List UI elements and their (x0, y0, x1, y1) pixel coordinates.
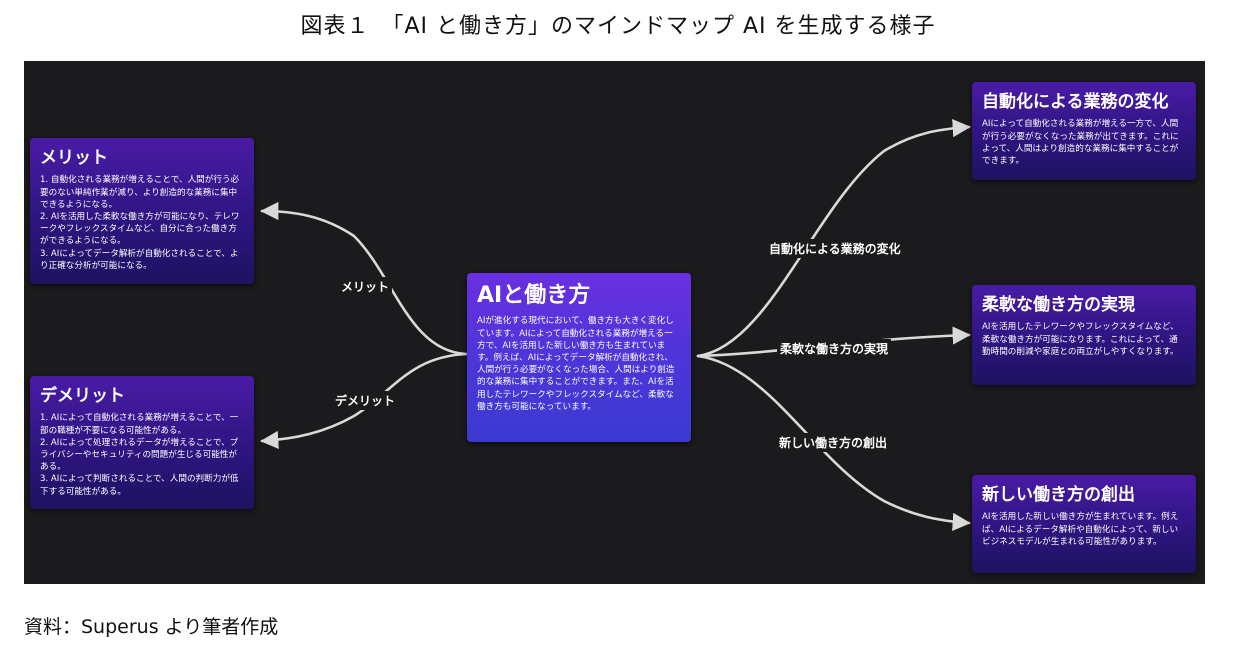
edge-label-new-work: 新しい働き方の創出 (776, 433, 891, 452)
node-new-work-title: 新しい働き方の創出 (982, 485, 1135, 505)
node-automation-body: AIによって自動化される業務が増える一方で、人間が行う必要がなくなった業務が出て… (982, 119, 1179, 166)
node-demerit-body: 1. AIによって自動化される業務が増えることで、一部の職種が不要になる可能性が… (40, 413, 239, 497)
figure-title: 図表１ 「AI と働き方」のマインドマップ AI を生成する様子 (300, 14, 936, 39)
edge-automation (696, 119, 971, 358)
node-new-work[interactable]: 新しい働き方の創出 AIを活用した新しい働き方が生まれています。例えば、AIによ… (972, 475, 1196, 573)
mindmap-canvas: メリット 1. 自動化される業務が増えることで、人間が行う必要のない単純作業が減… (24, 61, 1205, 584)
node-flexible-body: AIを活用したテレワークやフレックスタイムなど、柔軟な働き方が可能になります。こ… (982, 322, 1179, 357)
edge-label-merit: メリット (338, 277, 393, 296)
node-automation-title: 自動化による業務の変化 (982, 92, 1169, 112)
node-demerit-title: デメリット (40, 386, 125, 406)
node-merit-title: メリット (40, 148, 108, 168)
node-automation[interactable]: 自動化による業務の変化 AIによって自動化される業務が増える一方で、人間が行う必… (972, 82, 1196, 180)
mindmap-edges (260, 119, 971, 531)
source-caption: 資料：Superus より筆者作成 (24, 616, 279, 638)
node-center-title: AIと働き方 (477, 283, 591, 308)
node-merit-body: 1. 自動化される業務が増えることで、人間が行う必要のない単純作業が減り、より創… (40, 175, 240, 271)
node-new-work-body: AIを活用した新しい働き方が生まれています。例えば、AIによるデータ解析や自動化… (982, 512, 1179, 547)
node-center[interactable]: AIと働き方 AIが進化する現代において、働き方も大きく変化しています。AIによ… (467, 273, 691, 442)
edge-demerit (260, 352, 468, 450)
node-flexible-title: 柔軟な働き方の実現 (982, 295, 1135, 315)
edge-label-flexible: 柔軟な働き方の実現 (777, 339, 892, 358)
node-demerit[interactable]: デメリット 1. AIによって自動化される業務が増えることで、一部の職種が不要に… (30, 376, 254, 509)
node-merit[interactable]: メリット 1. 自動化される業務が増えることで、人間が行う必要のない単純作業が減… (30, 138, 254, 284)
edge-label-automation: 自動化による業務の変化 (766, 239, 904, 258)
edge-label-demerit: デメリット (332, 391, 399, 410)
node-center-body: AIが進化する現代において、働き方も大きく変化しています。AIによって自動化され… (477, 316, 675, 412)
edge-merit (260, 201, 468, 356)
edge-new-work (696, 354, 971, 531)
node-flexible[interactable]: 柔軟な働き方の実現 AIを活用したテレワークやフレックスタイムなど、柔軟な働き方… (972, 285, 1196, 385)
